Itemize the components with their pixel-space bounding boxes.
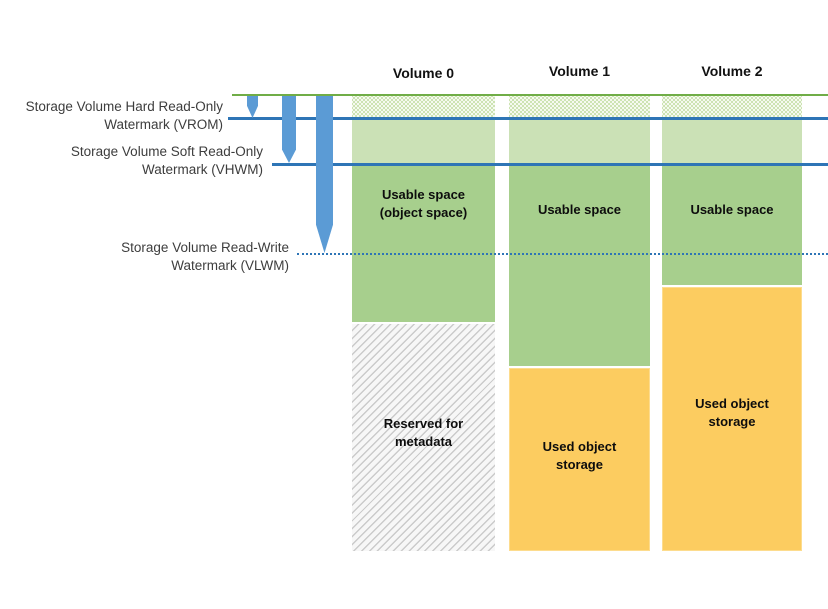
vlwm-arrow-icon <box>316 96 333 253</box>
volume-1-usable-space-section <box>509 164 650 366</box>
volume-0-usable-space-section <box>352 164 495 322</box>
vrom-arrow-icon <box>247 96 258 118</box>
vrom-watermark-line <box>228 117 828 120</box>
volume-0-soft-readonly-band <box>352 118 495 164</box>
vlwm-watermark-line <box>297 253 828 255</box>
section-divider <box>352 322 495 324</box>
volume-0-reserved-metadata-section <box>352 324 495 551</box>
vhwm-arrow-icon <box>282 96 296 163</box>
volume-top-line <box>232 94 828 96</box>
volume-2-soft-readonly-band <box>662 118 802 164</box>
volume-1-usable-space-label: Usable space <box>537 202 622 217</box>
vhwm-watermark-line <box>272 163 828 166</box>
vlwm-watermark-label: Storage Volume Read-Write Watermark (VLW… <box>121 240 289 273</box>
volume-2-hard-readonly-band <box>662 96 802 118</box>
volume-0-hard-readonly-band <box>352 96 495 118</box>
volume-2-used-object-storage-label: Used object storage <box>695 396 769 429</box>
volume-1-title: Volume 1 <box>548 63 611 79</box>
volume-1-soft-readonly-band <box>509 118 650 164</box>
volume-0-bar <box>352 96 495 551</box>
vrom-watermark-label: Storage Volume Hard Read-Only Watermark … <box>25 99 223 132</box>
vhwm-watermark-label: Storage Volume Soft Read-Only Watermark … <box>70 144 263 177</box>
volume-1-bar <box>509 96 650 551</box>
volume-0-reserved-metadata-label: Reserved for metadata <box>383 416 464 449</box>
section-divider <box>662 285 802 287</box>
section-divider <box>509 366 650 368</box>
volume-0-title: Volume 0 <box>392 65 455 81</box>
volume-2-bar <box>662 96 802 551</box>
volume-1-hard-readonly-band <box>509 96 650 118</box>
volume-2-usable-space-label: Usable space <box>690 202 774 217</box>
volume-2-usable-space-section <box>662 164 802 285</box>
volume-0-usable-space-label: Usable space (object space) <box>379 187 468 220</box>
volume-2-used-object-storage-section <box>662 287 802 551</box>
volume-1-used-object-storage-section <box>509 368 650 551</box>
volume-1-used-object-storage-label: Used object storage <box>542 439 617 472</box>
volume-2-title: Volume 2 <box>701 63 763 79</box>
